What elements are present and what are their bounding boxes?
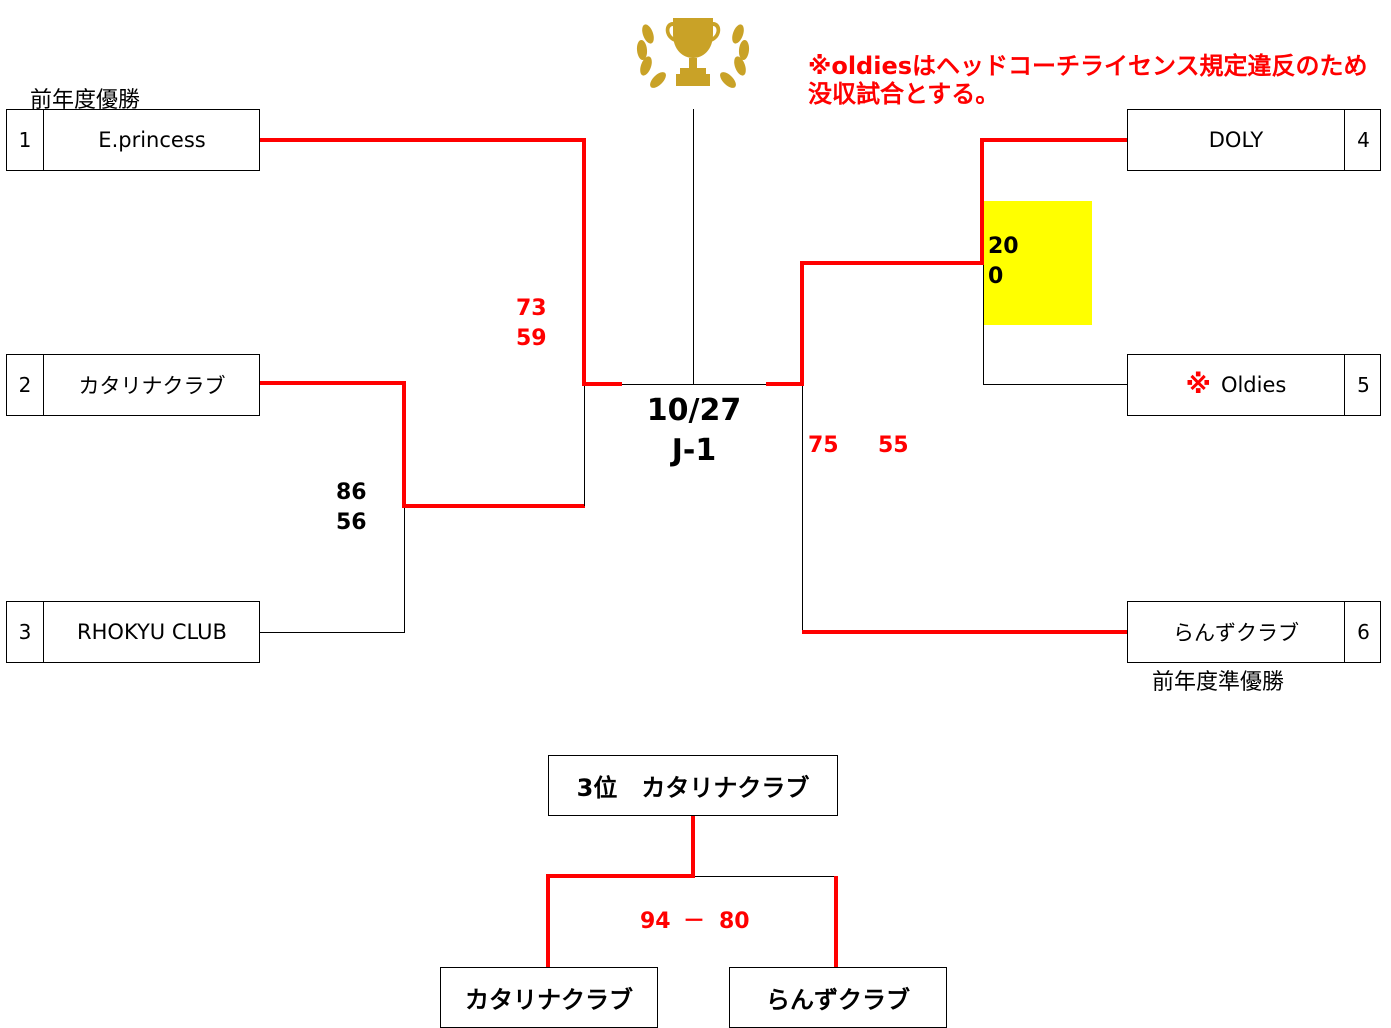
semifinal-right-score-a: 75 [808, 433, 839, 458]
previous-runnerup-label: 前年度準優勝 [1152, 670, 1285, 695]
seed-number: 3 [7, 602, 44, 662]
seed-number: 5 [1344, 355, 1382, 415]
third-place-score-a: 94 [640, 909, 671, 934]
winner-line [802, 630, 1127, 634]
team-entry-seed-5: ※ Oldies 5 [1127, 354, 1381, 416]
bracket-line [693, 109, 694, 384]
quarterfinal-right-score-a: 20 [988, 234, 1019, 259]
semifinal-right-score-b: 55 [878, 433, 909, 458]
team-name: DOLY [1208, 128, 1264, 152]
winner-line [546, 874, 550, 968]
seed-number: 2 [7, 355, 44, 415]
team-name: Oldies [1220, 373, 1287, 397]
third-place-dash: － [683, 909, 706, 934]
winner-line [402, 504, 585, 508]
winner-line [260, 138, 586, 142]
winner-line [260, 381, 406, 385]
winner-line [582, 138, 586, 386]
bracket-line [695, 876, 836, 877]
semifinal-left-score-b: 59 [516, 326, 547, 351]
winner-line [980, 138, 1127, 142]
quarterfinal-left-score-b: 56 [336, 510, 367, 535]
winner-line [980, 138, 984, 265]
final-date: 10/27 [646, 393, 742, 428]
quarterfinal-right-score-b: 0 [988, 264, 1004, 289]
third-place-team-a-box: カタリナクラブ [440, 967, 658, 1028]
team-entry-seed-2: 2 カタリナクラブ [6, 354, 260, 416]
bracket-line [622, 384, 766, 385]
winner-line [546, 874, 695, 878]
winner-line [582, 382, 622, 386]
previous-champion-label: 前年度優勝 [30, 88, 141, 113]
forfeit-notice-line1: ※oldiesはヘッドコーチライセンス規定違反のため [808, 52, 1368, 80]
final-venue: J-1 [671, 433, 717, 468]
bracket-line [802, 386, 803, 632]
team-name: カタリナクラブ [78, 374, 226, 398]
team-entry-seed-1: 1 E.princess [6, 109, 260, 171]
seed-number: 6 [1344, 602, 1382, 662]
forfeit-highlight [984, 201, 1092, 325]
trophy-laurel-icon [628, 4, 758, 98]
team-entry-seed-3: 3 RHOKYU CLUB [6, 601, 260, 663]
third-place-title: 3位 カタリナクラブ [576, 774, 810, 802]
team-name: らんずクラブ [766, 986, 910, 1014]
bracket-line [260, 632, 404, 633]
team-entry-seed-4: DOLY 4 [1127, 109, 1381, 171]
team-name: E.princess [98, 128, 206, 152]
quarterfinal-left-score-a: 86 [336, 480, 367, 505]
winner-line [834, 876, 838, 968]
bracket-line [404, 508, 405, 633]
third-place-score-b: 80 [719, 909, 750, 934]
seed-number: 1 [7, 110, 44, 170]
third-place-result-box: 3位 カタリナクラブ [548, 755, 838, 816]
winner-line [691, 816, 695, 878]
team-name: カタリナクラブ [465, 986, 633, 1014]
team-entry-seed-6: らんずクラブ 6 [1127, 601, 1381, 663]
winner-line [402, 381, 406, 508]
semifinal-left-score-a: 73 [516, 296, 547, 321]
bracket-line [584, 386, 585, 506]
forfeit-notice-line2: 没収試合とする。 [808, 80, 1000, 108]
team-name: らんずクラブ [1173, 621, 1299, 645]
seed-number: 4 [1344, 110, 1382, 170]
team-name-with-mark: ※ Oldies [1128, 355, 1344, 415]
forfeit-mark: ※ [1185, 370, 1211, 400]
bracket-line [983, 384, 1127, 385]
winner-line [800, 261, 984, 265]
bracket-line [983, 265, 984, 385]
winner-line [766, 382, 804, 386]
team-name: RHOKYU CLUB [77, 620, 227, 644]
winner-line [800, 261, 804, 386]
third-place-team-b-box: らんずクラブ [729, 967, 947, 1028]
